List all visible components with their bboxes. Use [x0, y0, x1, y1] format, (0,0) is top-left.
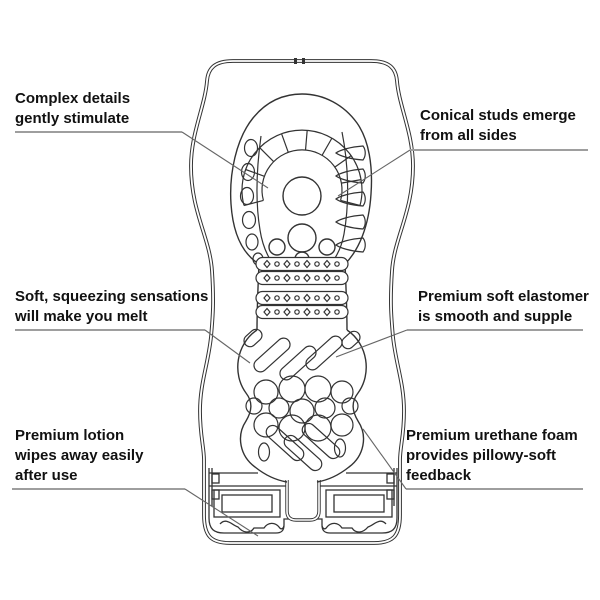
bead-band [255, 304, 349, 320]
label-line: Soft, squeezing sensations [15, 288, 209, 305]
label-line: Complex details [15, 90, 131, 107]
base-internals [208, 468, 398, 534]
radial-dome [241, 129, 363, 207]
label-line: after use [15, 467, 78, 484]
lotion-pool-left [219, 520, 285, 533]
leader-lines [12, 131, 588, 537]
bead-band [255, 270, 349, 286]
label-line: Premium soft elastomer [418, 288, 589, 305]
leader-line-lotion [184, 488, 259, 537]
oblique-ribs-lower [257, 422, 347, 472]
lower-chamber [237, 328, 367, 483]
central-tube [285, 480, 321, 522]
bubble-cluster [245, 375, 359, 442]
leader-line-complex [181, 131, 269, 189]
top-seam-ticks [294, 58, 305, 64]
label-line: is smooth and supple [418, 308, 573, 325]
leader-line-conical [337, 149, 411, 197]
label-premium-lotion: Premium lotion wipes away easily after u… [15, 426, 143, 486]
lotion-pool-right [321, 520, 387, 533]
label-line: wipes away easily [15, 447, 144, 464]
label-line: feedback [406, 467, 472, 484]
label-soft-squeezing: Soft, squeezing sensations will make you… [15, 287, 208, 327]
left-stud-column [239, 135, 272, 266]
label-conical-studs: Conical studs emerge from all sides [420, 106, 576, 146]
label-line: Premium lotion [15, 427, 125, 444]
foam-block-right [325, 489, 393, 518]
beaded-waist-bands [255, 256, 349, 320]
chamber-hub-opening [282, 176, 322, 216]
upper-chamber-outline [229, 93, 373, 265]
foam-clip-left [211, 468, 220, 506]
foam-clip-right [386, 468, 395, 506]
label-line: gently stimulate [15, 110, 130, 127]
label-line: provides pillowy-soft [406, 447, 557, 464]
label-line: Premium urethane foam [406, 427, 578, 444]
foam-block-left [213, 489, 281, 518]
lower-chamber-outline-right [316, 329, 367, 483]
lower-chamber-outline-left [237, 329, 288, 483]
bead-band [255, 290, 349, 306]
conical-stud-ribs [332, 131, 366, 262]
label-urethane-foam: Premium urethane foam provides pillowy-s… [406, 426, 578, 486]
label-line: Conical studs emerge [420, 107, 576, 124]
label-line: from all sides [420, 127, 517, 144]
label-line: will make you melt [15, 308, 148, 325]
leader-line-elastomer [335, 329, 408, 358]
label-soft-elastomer: Premium soft elastomer is smooth and sup… [418, 287, 589, 327]
leader-line-foam [362, 428, 407, 490]
bead-band [255, 256, 349, 272]
oblique-ribs-upper [243, 328, 361, 381]
leader-line-soft [204, 329, 251, 364]
label-complex-details: Complex details gently stimulate [15, 89, 130, 129]
